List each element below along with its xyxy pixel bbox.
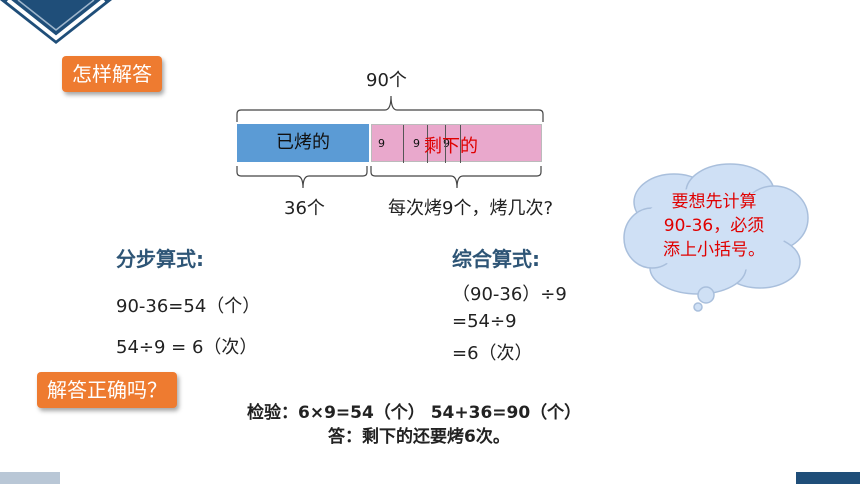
bubble-line: 90-36，必须: [663, 216, 765, 236]
question-label: 每次烤9个，烤几次?: [388, 198, 554, 219]
segment-number: 9: [443, 137, 450, 150]
segment-divider: [403, 125, 404, 163]
bottom-bar-left: [0, 472, 60, 484]
how-to-solve-tag: 怎样解答: [62, 56, 162, 92]
step-method-title: 分步算式:: [116, 247, 204, 271]
combined-line: （90-36）÷9: [452, 284, 567, 305]
verification-line: 检验：6×9=54（个） 54+36=90（个）: [247, 403, 582, 423]
total-label: 90个: [366, 70, 407, 91]
combined-line: =6（次）: [452, 343, 533, 364]
total-brace: [236, 95, 544, 122]
is-correct-tag: 解答正确吗？: [37, 372, 177, 408]
corner-decoration: [0, 0, 112, 44]
baked-count-label: 36个: [284, 198, 325, 219]
bubble-text: 要想先计算 90-36，必须 添上小括号。: [634, 190, 794, 262]
segment-number: 9: [378, 137, 385, 150]
combined-method-title: 综合算式:: [452, 247, 540, 271]
remaining-segment: 9 9 9 剩下的: [371, 124, 542, 163]
bottom-bar-right: [796, 472, 860, 484]
segment-number: 9: [413, 137, 420, 150]
baked-segment: 已烤的: [237, 124, 369, 162]
baked-brace: [236, 166, 368, 189]
remaining-label: 剩下的: [424, 136, 478, 157]
answer-line: 答：剩下的还要烤6次。: [328, 427, 510, 447]
baked-label: 已烤的: [276, 132, 330, 153]
thought-bubble: [623, 163, 809, 312]
bubble-line: 添上小括号。: [663, 240, 765, 260]
segment-divider: [460, 125, 461, 163]
segment-divider: [427, 125, 428, 163]
step-line: 90-36=54（个）: [116, 296, 261, 317]
combined-line: =54÷9: [452, 311, 517, 332]
remaining-brace: [370, 166, 542, 189]
step-line: 54÷9 = 6（次）: [116, 337, 258, 358]
segment-divider: [445, 125, 446, 163]
bubble-line: 要想先计算: [671, 192, 757, 212]
